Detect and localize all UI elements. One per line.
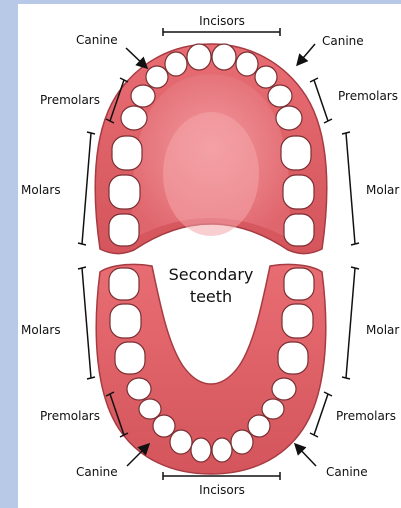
upper-canine	[255, 66, 277, 88]
center-label-line2: teeth	[190, 287, 232, 306]
upper-incisor	[236, 52, 258, 76]
lower-molars-left-label: Molars	[21, 323, 61, 337]
lower-incisor	[191, 438, 211, 462]
upper-molars-left-label: Molars	[21, 183, 61, 197]
lower-incisor	[212, 438, 232, 462]
lower-premolar	[127, 378, 151, 400]
upper-molar	[284, 214, 314, 246]
lower-molar	[282, 304, 313, 338]
lower-canine	[248, 415, 270, 437]
upper-molar	[281, 136, 311, 170]
lower-molar	[278, 342, 308, 374]
lower-premolar	[262, 399, 284, 419]
upper-molars-left-bracket	[78, 132, 95, 245]
upper-incisor	[165, 52, 187, 76]
upper-molar	[109, 175, 140, 209]
lower-premolars-right-label: Premolars	[336, 409, 396, 423]
upper-molars-right-bracket	[342, 132, 359, 245]
upper-canine-left-label: Canine	[76, 33, 118, 47]
lower-canine	[153, 415, 175, 437]
upper-premolar	[268, 85, 292, 107]
lower-molar	[109, 268, 139, 300]
center-label-line1: Secondary	[169, 265, 254, 284]
lower-molars-left-bracket	[78, 267, 95, 379]
lower-molar	[115, 342, 145, 374]
upper-premolars-right-label: Premolars	[338, 89, 398, 103]
upper-arch	[95, 44, 327, 254]
upper-premolar	[121, 106, 147, 130]
upper-incisor	[187, 44, 211, 70]
upper-premolar	[276, 106, 302, 130]
upper-canine-right-label: Canine	[322, 34, 364, 48]
upper-incisor	[212, 44, 236, 70]
lower-canine-left-label: Canine	[76, 465, 118, 479]
upper-premolars-left-label: Premolars	[40, 93, 100, 107]
lower-premolar	[139, 399, 161, 419]
upper-canine-left-arrow	[126, 48, 146, 67]
teeth-diagram: Secondary teeth Incisors Canine Canine P…	[18, 4, 401, 508]
lower-molar	[110, 304, 141, 338]
lower-molars-right-label: Molar	[366, 323, 399, 337]
upper-canine	[146, 66, 168, 88]
upper-premolar	[131, 85, 155, 107]
lower-premolars-left-label: Premolars	[40, 409, 100, 423]
lower-canine-right-label: Canine	[326, 465, 368, 479]
lower-molar	[284, 268, 314, 300]
lower-incisor	[231, 430, 253, 454]
upper-molar	[109, 214, 139, 246]
lower-canine-right-arrow	[296, 445, 316, 466]
upper-canine-right-arrow	[298, 44, 315, 64]
upper-molar	[112, 136, 142, 170]
upper-molars-right-label: Molar	[366, 183, 399, 197]
upper-incisors-bracket	[163, 28, 280, 36]
upper-incisors-label: Incisors	[199, 14, 245, 28]
lower-premolar	[272, 378, 296, 400]
teeth-diagram-svg: Secondary teeth Incisors Canine Canine P…	[18, 4, 401, 508]
upper-molar	[283, 175, 314, 209]
lower-molars-right-bracket	[342, 267, 359, 379]
lower-incisor	[170, 430, 192, 454]
upper-palate-highlight	[163, 112, 259, 236]
lower-incisors-label: Incisors	[199, 483, 245, 497]
